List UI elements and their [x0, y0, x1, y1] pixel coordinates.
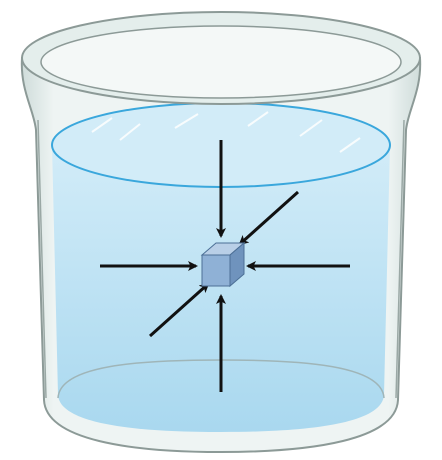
beaker-rim-inner: [41, 26, 401, 98]
cube-front-face: [202, 255, 230, 286]
submerged-cube: [202, 243, 244, 286]
